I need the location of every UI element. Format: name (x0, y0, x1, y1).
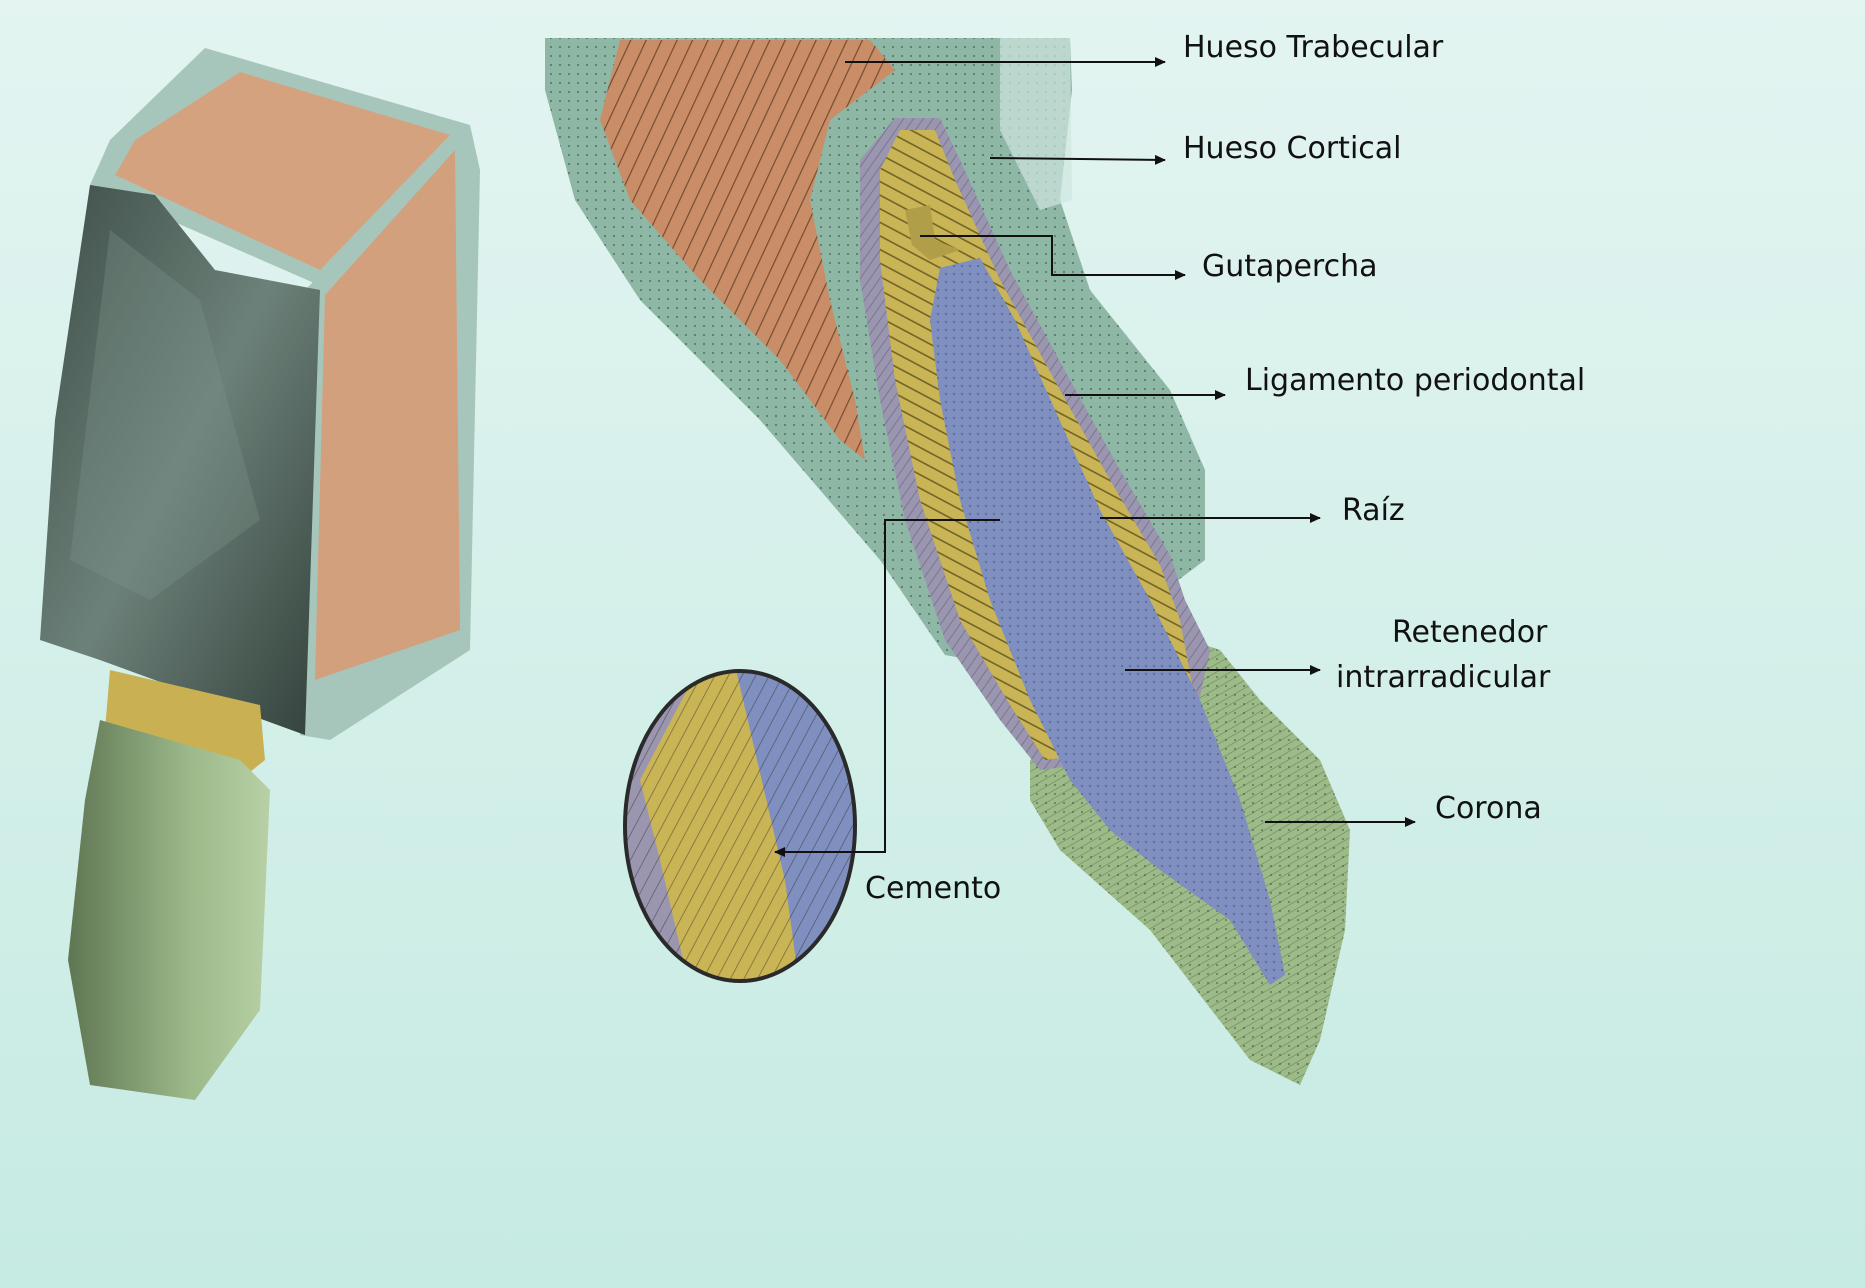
label-retenedor-line1: Retenedor (1392, 615, 1548, 650)
label-cemento: Cemento (865, 871, 1001, 906)
label-hueso-trabecular: Hueso Trabecular (1183, 30, 1444, 65)
label-corona: Corona (1435, 791, 1542, 826)
label-gutapercha: Gutapercha (1202, 249, 1377, 284)
label-retenedor-line2: intrarradicular (1336, 660, 1551, 695)
label-raiz: Raíz (1342, 493, 1405, 528)
label-hueso-cortical: Hueso Cortical (1183, 131, 1402, 166)
label-ligamento: Ligamento periodontal (1245, 363, 1585, 398)
